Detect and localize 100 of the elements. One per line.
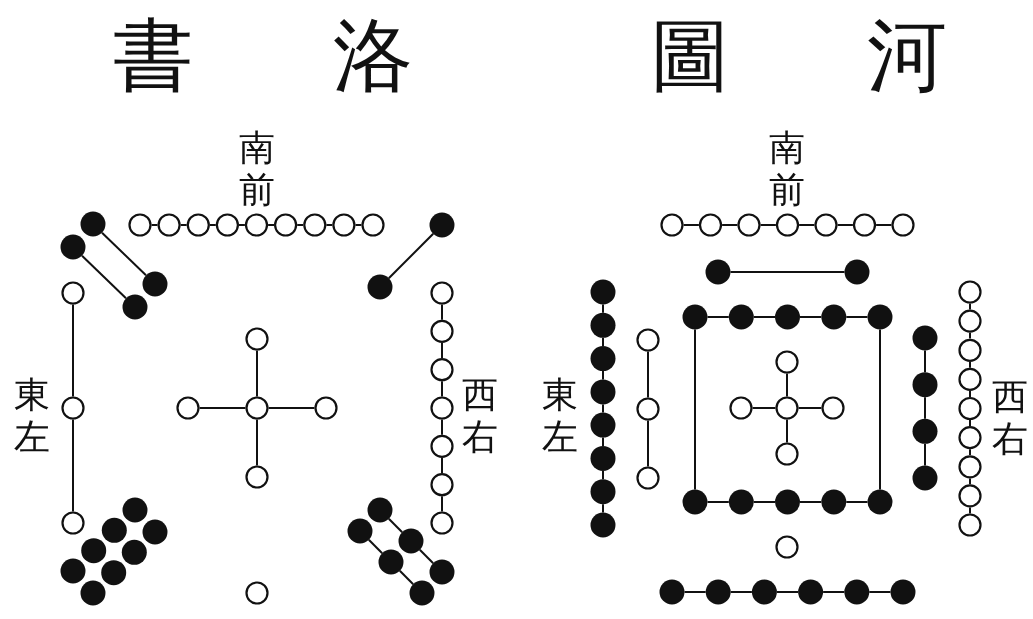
connecting-line [441, 418, 443, 436]
solid-dot [844, 579, 870, 605]
solid-dot [81, 538, 107, 564]
hollow-dot [314, 396, 338, 420]
connecting-line [179, 224, 188, 226]
connecting-line [798, 224, 816, 226]
diagram-heading: 書洛 [113, 12, 413, 100]
connecting-line [797, 407, 823, 409]
connecting-line [786, 372, 788, 398]
hollow-dot [361, 213, 385, 237]
hollow-dot [636, 397, 660, 421]
hollow-dot [303, 213, 327, 237]
solid-dot [80, 580, 106, 606]
hollow-dot [958, 309, 982, 333]
solid-dot [867, 304, 893, 330]
connecting-line [296, 224, 305, 226]
connecting-line [72, 418, 74, 513]
solid-dot [682, 304, 708, 330]
hollow-dot [245, 396, 269, 420]
diagram-heading: 圖河 [650, 12, 947, 100]
connecting-line [72, 303, 74, 398]
solid-dot [590, 512, 616, 538]
hollow-dot [430, 396, 454, 420]
connecting-line [198, 407, 247, 409]
connecting-line [729, 591, 753, 593]
solid-dot [60, 558, 86, 584]
connecting-line [706, 501, 730, 503]
solid-dot [378, 549, 404, 575]
connecting-line [924, 396, 926, 420]
solid-dot [121, 539, 147, 565]
solid-dot [590, 445, 616, 471]
connecting-line [868, 591, 892, 593]
solid-dot [775, 489, 800, 515]
hollow-dot [430, 473, 454, 497]
hollow-dot [821, 396, 845, 420]
hollow-dot [737, 213, 761, 237]
connecting-line [799, 501, 823, 503]
solid-dot [80, 211, 106, 237]
hollow-dot [775, 396, 799, 420]
hollow-dot [430, 434, 454, 458]
solid-dot [728, 489, 754, 515]
solid-dot [798, 579, 824, 605]
connecting-line [81, 254, 127, 300]
hollow-dot [430, 319, 454, 343]
solid-dot [429, 212, 455, 238]
connecting-line [602, 370, 604, 381]
connecting-line [729, 271, 846, 273]
connecting-line [441, 380, 443, 398]
connecting-line [398, 569, 415, 586]
hollow-dot [775, 442, 799, 466]
connecting-line [150, 224, 159, 226]
solid-dot [844, 259, 870, 285]
connecting-line [969, 302, 971, 311]
hollow-dot [61, 396, 85, 420]
connecting-line [706, 316, 730, 318]
connecting-line [602, 303, 604, 314]
hollow-dot [215, 213, 239, 237]
hollow-dot [729, 396, 753, 420]
hollow-dot [775, 535, 799, 559]
solid-dot [912, 418, 938, 444]
hollow-dot [814, 213, 838, 237]
connecting-line [256, 349, 258, 398]
solid-dot [101, 560, 127, 586]
hollow-dot [61, 281, 85, 305]
connecting-line [694, 328, 696, 491]
hollow-dot [636, 328, 660, 352]
connecting-line [441, 495, 443, 513]
connecting-line [208, 224, 217, 226]
hollow-dot [128, 213, 152, 237]
solid-dot [890, 579, 916, 605]
connecting-line [822, 591, 846, 593]
hollow-dot [698, 213, 723, 237]
solid-dot [429, 559, 455, 585]
hollow-dot [958, 280, 982, 304]
solid-dot [912, 372, 938, 398]
direction-label: 東左 [542, 374, 578, 458]
solid-dot [347, 518, 373, 544]
hollow-dot [176, 396, 200, 420]
connecting-line [836, 224, 854, 226]
connecting-line [267, 224, 275, 226]
connecting-line [786, 418, 788, 444]
hollow-dot [958, 455, 982, 479]
hollow-dot [61, 511, 85, 535]
solid-dot [142, 519, 168, 545]
hollow-dot [274, 213, 298, 237]
connecting-line [969, 331, 971, 340]
solid-dot [367, 497, 393, 523]
connecting-line [387, 232, 435, 280]
hollow-dot [775, 213, 800, 237]
hollow-dot [157, 213, 181, 237]
connecting-line [441, 303, 443, 321]
hollow-dot [852, 213, 877, 237]
hollow-dot [245, 465, 269, 489]
connecting-line [752, 316, 776, 318]
solid-dot [409, 580, 435, 606]
connecting-line [969, 390, 971, 398]
direction-label: 南前 [769, 127, 805, 211]
solid-dot [590, 346, 616, 372]
hollow-dot [244, 213, 269, 237]
hollow-dot [891, 213, 915, 237]
